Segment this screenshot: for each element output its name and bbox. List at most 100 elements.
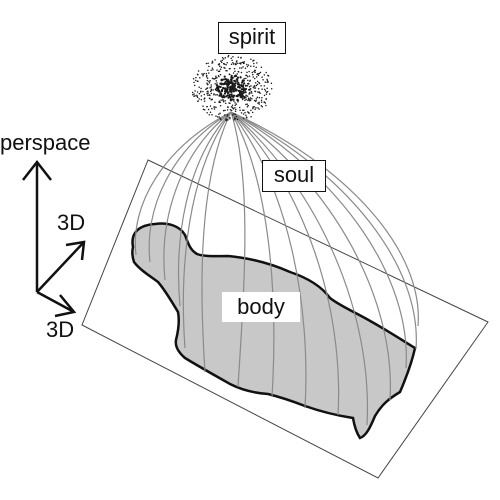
spirit-dot <box>210 99 212 101</box>
spirit-dot <box>226 109 229 111</box>
spirit-dot <box>206 93 208 95</box>
spirit-dot <box>256 62 258 64</box>
spirit-dot <box>205 88 207 91</box>
spirit-dot <box>260 99 263 101</box>
spirit-dot <box>226 115 228 117</box>
spirit-dot <box>239 95 242 99</box>
spirit-dot <box>261 88 263 90</box>
spirit-dot <box>246 71 248 74</box>
spirit-dot <box>196 96 199 98</box>
spirit-dot <box>216 76 218 79</box>
spirit-dot <box>223 87 226 90</box>
spirit-cloud <box>191 54 273 122</box>
spirit-dot <box>206 82 208 84</box>
spirit-dot <box>206 87 209 89</box>
soul-line <box>163 111 232 281</box>
spirit-dot <box>218 94 221 97</box>
spirit-dot <box>202 90 204 93</box>
spirit-dot <box>264 102 267 104</box>
spirit-dot <box>233 67 236 70</box>
spirit-dot <box>237 56 240 59</box>
spirit-dot <box>224 109 226 112</box>
spirit-dot <box>216 82 218 84</box>
soul-line <box>182 111 232 349</box>
spirit-dot <box>245 98 247 101</box>
spirit-dot <box>246 63 248 66</box>
spirit-dot <box>252 86 255 88</box>
spirit-dot <box>254 71 256 74</box>
axes <box>22 159 86 318</box>
spirit-dot <box>233 113 235 115</box>
spirit-dot <box>235 103 238 105</box>
soul-line <box>230 111 307 409</box>
spirit-dot <box>253 62 255 65</box>
spirit-dot <box>240 71 243 74</box>
spirit-dot <box>195 76 197 79</box>
spirit-dot <box>225 119 227 122</box>
spirit-dot <box>216 69 218 71</box>
spirit-label: spirit <box>218 22 286 54</box>
spirit-dot <box>258 82 261 85</box>
spirit-dot <box>222 98 224 100</box>
spirit-dot <box>219 104 222 107</box>
spirit-dot <box>243 109 245 111</box>
spirit-dot <box>253 85 256 87</box>
spirit-dot <box>255 76 258 78</box>
spirit-dot <box>219 68 222 70</box>
spirit-dot <box>251 92 253 94</box>
spirit-dot <box>244 67 247 70</box>
spirit-dot <box>245 77 247 80</box>
spirit-dot <box>201 73 203 75</box>
spirit-dot <box>243 89 246 92</box>
soul-line <box>230 111 246 388</box>
spirit-dot <box>203 93 206 96</box>
spirit-dot <box>259 92 261 95</box>
spirit-dot <box>244 91 247 94</box>
spirit-dot <box>249 98 251 100</box>
spirit-dot <box>235 88 238 91</box>
spirit-dot <box>210 84 212 86</box>
spirit-dot <box>262 78 264 81</box>
spirit-dot <box>229 90 232 93</box>
spirit-dot <box>251 111 254 114</box>
spirit-dot <box>232 72 235 74</box>
spirit-dot <box>213 93 215 96</box>
spirit-dot <box>210 88 213 90</box>
spirit-dot <box>257 72 259 75</box>
spirit-dot <box>229 96 232 99</box>
spirit-dot <box>217 63 220 66</box>
spirit-dot <box>258 103 260 105</box>
spirit-dot <box>207 92 209 94</box>
spirit-dot <box>248 75 251 77</box>
spirit-dot <box>255 99 257 102</box>
spirit-dot <box>260 105 263 107</box>
spirit-dot <box>231 86 234 89</box>
spirit-dot <box>203 98 205 100</box>
spirit-dot <box>223 63 226 65</box>
spirit-dot <box>205 62 208 65</box>
spirit-dot <box>256 80 259 83</box>
spirit-dot <box>213 78 216 80</box>
spirit-dot <box>207 108 210 111</box>
spirit-dot <box>239 67 241 69</box>
spirit-dot <box>227 96 230 99</box>
spirit-dot <box>198 86 200 88</box>
spirit-dot <box>200 90 202 93</box>
spirit-dot <box>235 108 237 111</box>
spirit-dot <box>234 110 237 112</box>
spirit-dot <box>234 113 237 116</box>
spirit-dot <box>229 81 232 85</box>
spirit-dot <box>247 97 250 99</box>
spirit-dot <box>227 119 229 121</box>
spirit-dot <box>260 101 263 103</box>
spirit-dot <box>265 93 268 95</box>
spirit-dot <box>235 74 238 78</box>
spirit-dot <box>226 62 228 64</box>
spirit-dot <box>198 98 200 100</box>
spirit-dot <box>198 92 201 95</box>
spirit-dot <box>263 88 266 91</box>
spirit-dot <box>231 106 234 108</box>
spirit-dot <box>263 74 266 76</box>
spirit-dot <box>220 90 223 93</box>
spirit-dot <box>211 77 214 79</box>
